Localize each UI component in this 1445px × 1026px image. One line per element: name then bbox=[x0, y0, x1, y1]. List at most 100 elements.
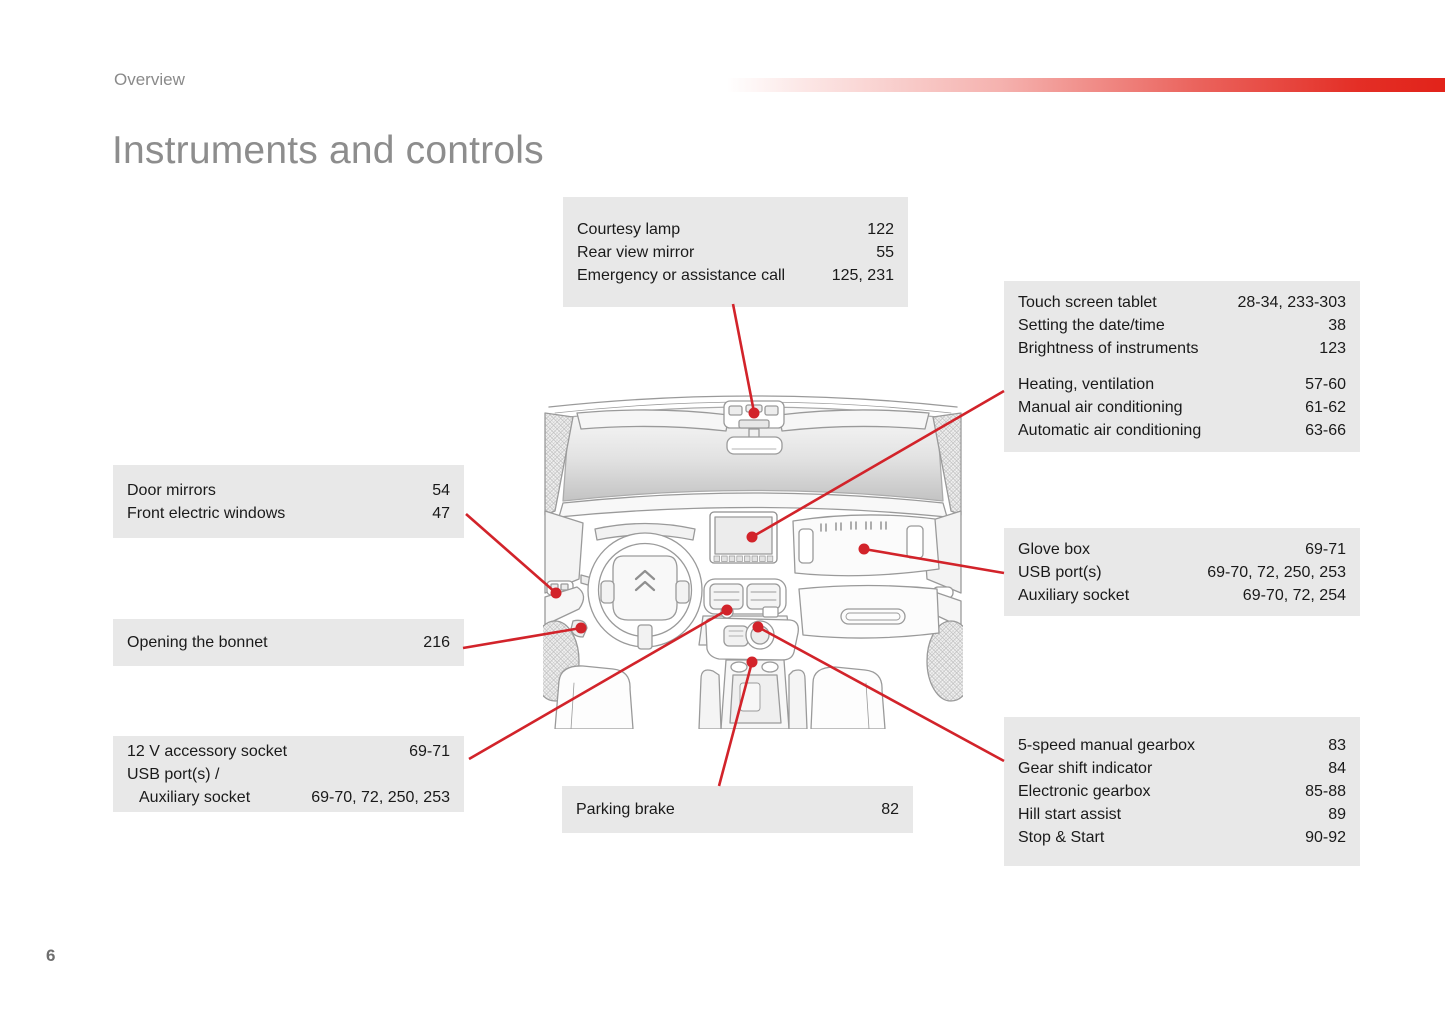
callout-pages: 123 bbox=[1319, 340, 1346, 357]
callout-row: Manual air conditioning 61-62 bbox=[1018, 396, 1346, 419]
instrument-visor bbox=[594, 522, 696, 541]
callout-pages: 61-62 bbox=[1305, 399, 1346, 416]
seat-right bbox=[788, 666, 886, 729]
callout-pages: 125, 231 bbox=[831, 266, 894, 284]
callout-row: Electronic gearbox 85-88 bbox=[1018, 780, 1346, 803]
callout-pages: 69-70, 72, 254 bbox=[1242, 586, 1346, 604]
callout-row: USB port(s) / bbox=[127, 763, 450, 786]
callout-row: Rear view mirror 55 bbox=[577, 241, 894, 264]
callout-box-courtesy-lamp: Courtesy lamp 122 Rear view mirror 55 Emer… bbox=[563, 197, 908, 307]
callout-box-accessory-socket: 12 V accessory socket 69-71 USB port(s) /… bbox=[113, 736, 464, 812]
glove-box bbox=[798, 584, 940, 639]
callout-pages: 85-88 bbox=[1305, 783, 1346, 800]
callout-row: Opening the bonnet 216 bbox=[127, 631, 450, 654]
callout-label: Rear view mirror bbox=[577, 243, 695, 261]
callout-label: Automatic air conditioning bbox=[1018, 422, 1202, 439]
gear-console bbox=[705, 617, 799, 661]
callout-pages: 55 bbox=[876, 243, 894, 261]
callout-label: 5-speed manual gearbox bbox=[1018, 737, 1196, 754]
callout-label: Glove box bbox=[1018, 540, 1091, 558]
callout-label: Stop & Start bbox=[1018, 829, 1105, 846]
callout-pages: 89 bbox=[1328, 806, 1346, 823]
callout-label: USB port(s) bbox=[1018, 563, 1102, 581]
callout-row: Automatic air conditioning 63-66 bbox=[1018, 419, 1346, 442]
dashboard-illustration bbox=[543, 395, 963, 729]
callout-row: 12 V accessory socket 69-71 bbox=[127, 740, 450, 763]
callout-label: Opening the bonnet bbox=[127, 634, 268, 651]
callout-row: Front electric windows 47 bbox=[127, 502, 450, 525]
callout-pages: 57-60 bbox=[1305, 376, 1346, 393]
callout-box-glove-box: Glove box 69-71 USB port(s) 69-70, 72, 250… bbox=[1004, 528, 1360, 616]
callout-label: 12 V accessory socket bbox=[127, 742, 288, 760]
callout-row: 5-speed manual gearbox 83 bbox=[1018, 734, 1346, 757]
callout-pages: 28-34, 233-303 bbox=[1237, 294, 1346, 311]
callout-row: Courtesy lamp 122 bbox=[577, 218, 894, 241]
callout-label: Courtesy lamp bbox=[577, 220, 681, 238]
callout-label: Electronic gearbox bbox=[1018, 783, 1151, 800]
callout-box-opening-bonnet: Opening the bonnet 216 bbox=[113, 619, 464, 666]
seat-left bbox=[554, 665, 722, 729]
callout-box-touch-screen-climate: Touch screen tablet 28-34, 233-303 Settin… bbox=[1004, 281, 1360, 452]
callout-row: Glove box 69-71 bbox=[1018, 538, 1346, 561]
callout-label: USB port(s) / bbox=[127, 765, 220, 783]
callout-label: Parking brake bbox=[576, 801, 675, 818]
callout-label: Auxiliary socket bbox=[139, 788, 251, 806]
breadcrumb: Overview bbox=[114, 70, 185, 89]
callout-row: Auxiliary socket 69-70, 72, 254 bbox=[1018, 584, 1346, 607]
left-door bbox=[544, 510, 588, 638]
page-title: Instruments and controls bbox=[112, 129, 544, 172]
callout-pages: 69-71 bbox=[409, 742, 450, 760]
callout-box-door-mirrors: Door mirrors 54 Front electric windows 47 bbox=[113, 465, 464, 538]
callout-row: Touch screen tablet 28-34, 233-303 bbox=[1018, 291, 1346, 314]
overhead-console bbox=[723, 400, 785, 429]
steering-wheel bbox=[580, 532, 703, 650]
callout-pages bbox=[436, 763, 450, 786]
center-vents bbox=[703, 578, 787, 615]
callout-pages: 122 bbox=[867, 220, 894, 238]
passenger-dash-panel bbox=[792, 514, 940, 577]
center-console bbox=[720, 659, 790, 729]
callout-pages: 69-70, 72, 250, 253 bbox=[1207, 563, 1346, 581]
callout-row: Brightness of instruments 123 bbox=[1018, 337, 1346, 360]
callout-label: Emergency or assistance call bbox=[577, 266, 786, 284]
callout-label: Door mirrors bbox=[127, 481, 216, 499]
callout-pages: 83 bbox=[1328, 737, 1346, 754]
callout-label: Front electric windows bbox=[127, 504, 286, 522]
callout-pages: 54 bbox=[432, 481, 450, 499]
callout-label: Auxiliary socket bbox=[1018, 586, 1130, 604]
callout-label: Heating, ventilation bbox=[1018, 376, 1155, 393]
callout-pages: 82 bbox=[881, 801, 899, 818]
callout-label: Setting the date/time bbox=[1018, 317, 1165, 334]
header-accent-bar bbox=[726, 78, 1445, 92]
callout-pages: 63-66 bbox=[1305, 422, 1346, 439]
callout-pages: 47 bbox=[432, 504, 450, 522]
callout-row: Parking brake 82 bbox=[576, 798, 899, 821]
a-pillar-left bbox=[544, 412, 574, 516]
twelve-volt-socket bbox=[720, 605, 734, 619]
callout-pages: 216 bbox=[423, 634, 450, 651]
sun-visor-left bbox=[576, 409, 730, 432]
citroen-chevrons-logo bbox=[634, 569, 656, 592]
page-number: 6 bbox=[46, 946, 56, 965]
callout-label: Brightness of instruments bbox=[1018, 340, 1199, 357]
callout-pages: 38 bbox=[1328, 317, 1346, 334]
callout-label: Touch screen tablet bbox=[1018, 294, 1157, 311]
touch-screen bbox=[709, 511, 778, 564]
callout-pages: 90-92 bbox=[1305, 829, 1346, 846]
callout-pages: 69-71 bbox=[1305, 540, 1346, 558]
callout-row: Setting the date/time 38 bbox=[1018, 314, 1346, 337]
callout-box-gearbox: 5-speed manual gearbox 83 Gear shift indi… bbox=[1004, 717, 1360, 866]
callout-box-parking-brake: Parking brake 82 bbox=[562, 786, 913, 833]
callout-pages: 84 bbox=[1328, 760, 1346, 777]
callout-row: Heating, ventilation 57-60 bbox=[1018, 373, 1346, 396]
callout-row: Emergency or assistance call 125, 231 bbox=[577, 264, 894, 287]
callout-row: Stop & Start 90-92 bbox=[1018, 826, 1346, 849]
callout-row: Door mirrors 54 bbox=[127, 479, 450, 502]
callout-label: Manual air conditioning bbox=[1018, 399, 1183, 416]
hazard-button bbox=[762, 606, 779, 618]
callout-row: USB port(s) 69-70, 72, 250, 253 bbox=[1018, 561, 1346, 584]
